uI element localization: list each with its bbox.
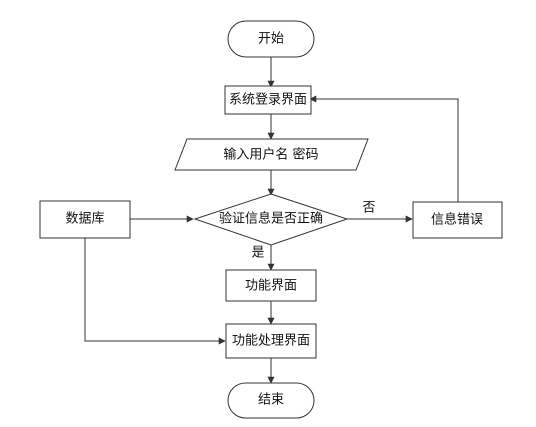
- node-process: 功能处理界面: [225, 323, 317, 359]
- edge-error-to-login: [309, 95, 459, 202]
- node-input: 输入用户名 密码: [174, 138, 369, 171]
- edge-label-yes: 是: [251, 246, 264, 261]
- node-function-label: 功能界面: [245, 279, 297, 294]
- node-process-label: 功能处理界面: [232, 334, 310, 349]
- edge-database-to-process: [84, 238, 226, 345]
- node-database: 数据库: [39, 200, 131, 239]
- node-end-label: 结束: [258, 393, 284, 408]
- node-function: 功能界面: [225, 269, 317, 302]
- node-start: 开始: [227, 20, 315, 58]
- node-login: 系统登录界面: [224, 85, 312, 115]
- node-verify-label: 验证信息是否正确: [219, 211, 323, 227]
- node-login-label: 系统登录界面: [229, 93, 307, 108]
- node-start-label: 开始: [258, 32, 284, 47]
- node-error: 信息错误: [412, 201, 503, 239]
- node-input-label: 输入用户名 密码: [223, 147, 318, 163]
- node-end: 结束: [227, 382, 315, 419]
- node-verify: 验证信息是否正确: [193, 193, 349, 246]
- node-database-label: 数据库: [65, 211, 104, 227]
- edge-label-no: 否: [362, 201, 375, 216]
- node-error-label: 信息错误: [431, 212, 483, 228]
